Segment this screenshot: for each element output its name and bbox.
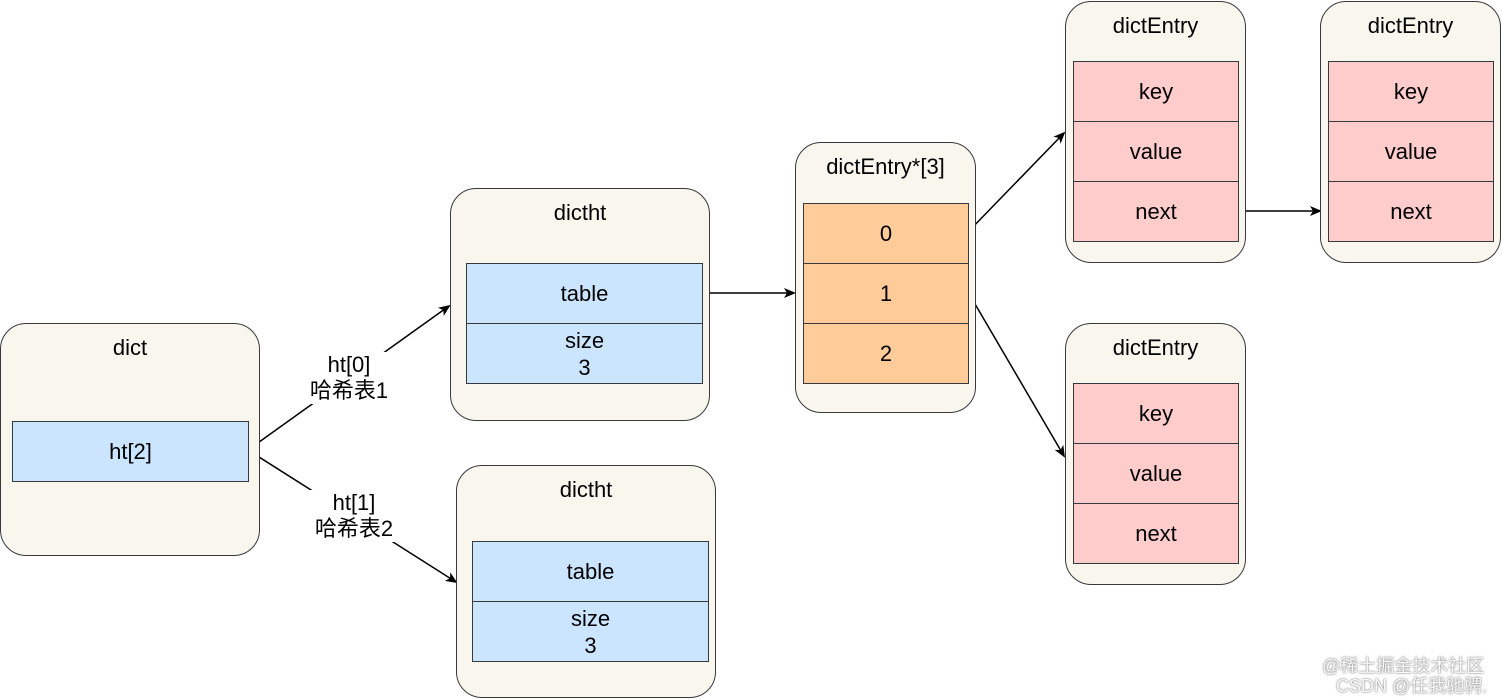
bucket-array-title: dictEntry*[3]: [826, 154, 945, 179]
dictht-1-table-field: table: [472, 541, 709, 602]
dict-entry-a-next-label: next: [1135, 199, 1177, 224]
edge-label-ht0-line2: 哈希表1: [309, 378, 389, 403]
bucket-slot-2: 2: [803, 323, 969, 384]
dict-entry-c-key: key: [1073, 383, 1239, 444]
edge-label-ht0: ht[0] 哈希表1: [302, 352, 396, 404]
dict-entry-b-container: dictEntry key value next: [1320, 1, 1501, 263]
edge-label-ht1: ht[1] 哈希表2: [306, 490, 402, 542]
dictht-1-table-label: table: [566, 559, 615, 584]
dict-title: dict: [112, 335, 148, 360]
dictht-0-size-field: size 3: [466, 323, 703, 384]
dict-entry-b-key-label: key: [1393, 79, 1429, 104]
bucket-slot-0-label: 0: [879, 221, 893, 246]
dictht-0-container: dictht table size 3: [450, 188, 710, 421]
dict-entry-a-container: dictEntry key value next: [1065, 1, 1246, 263]
bucket-slot-1: 1: [803, 263, 969, 324]
watermark-line1: @稀土掘金技术社区: [1322, 656, 1485, 676]
dict-entry-a-key-label: key: [1138, 79, 1174, 104]
dictht-0-table-label: table: [560, 281, 609, 306]
dictht-1-size-field: size 3: [472, 601, 709, 662]
edge-label-ht1-line1: ht[1]: [332, 490, 376, 515]
dict-entry-b-value-label: value: [1384, 139, 1438, 164]
dictht-1-title: dictht: [559, 477, 613, 502]
bucket-slot-1-label: 1: [879, 281, 893, 306]
dict-entry-a-title: dictEntry: [1112, 13, 1199, 38]
dict-entry-b-value: value: [1328, 121, 1494, 182]
dict-entry-c-value-label: value: [1129, 461, 1183, 486]
bucket-slot-2-label: 2: [879, 341, 893, 366]
dict-entry-c-next: next: [1073, 503, 1239, 564]
dict-entry-c-key-label: key: [1138, 401, 1174, 426]
dictht-1-size-value: 3: [584, 632, 597, 658]
dict-entry-c-next-label: next: [1135, 521, 1177, 546]
bucket-slot-0: 0: [803, 203, 969, 264]
dict-entry-a-key: key: [1073, 61, 1239, 122]
dict-entry-b-next: next: [1328, 181, 1494, 242]
dictht-0-size-label: size: [564, 327, 605, 353]
dict-container: dict ht[2]: [0, 323, 260, 556]
dictht-0-size-value: 3: [578, 354, 591, 380]
dict-entry-a-value-label: value: [1129, 139, 1183, 164]
dict-ht-field: ht[2]: [12, 421, 249, 482]
dict-entry-b-next-label: next: [1390, 199, 1432, 224]
edge-slot1-to-entry-c: [967, 291, 1066, 458]
edge-slot0-to-entry-a: [967, 131, 1066, 233]
dict-ht-field-label: ht[2]: [109, 439, 152, 464]
bucket-array-container: dictEntry*[3] 0 1 2: [795, 142, 976, 413]
dict-entry-a-value: value: [1073, 121, 1239, 182]
dictht-0-title: dictht: [553, 200, 607, 225]
dict-entry-c-container: dictEntry key value next: [1065, 323, 1246, 585]
dictht-1-container: dictht table size 3: [456, 465, 716, 698]
dictht-0-table-field: table: [466, 263, 703, 324]
watermark-line2: CSDN @任我驰骋.: [1336, 676, 1488, 696]
edge-label-ht1-line2: 哈希表2: [314, 516, 394, 541]
dict-entry-c-title: dictEntry: [1112, 335, 1199, 360]
dict-entry-b-key: key: [1328, 61, 1494, 122]
dictht-1-size-label: size: [570, 605, 611, 631]
dict-entry-c-value: value: [1073, 443, 1239, 504]
dict-entry-b-title: dictEntry: [1367, 13, 1454, 38]
watermark: @稀土掘金技术社区 CSDN @任我驰骋.: [1322, 656, 1487, 696]
dict-entry-a-next: next: [1073, 181, 1239, 242]
edge-label-ht0-line1: ht[0]: [327, 352, 371, 377]
